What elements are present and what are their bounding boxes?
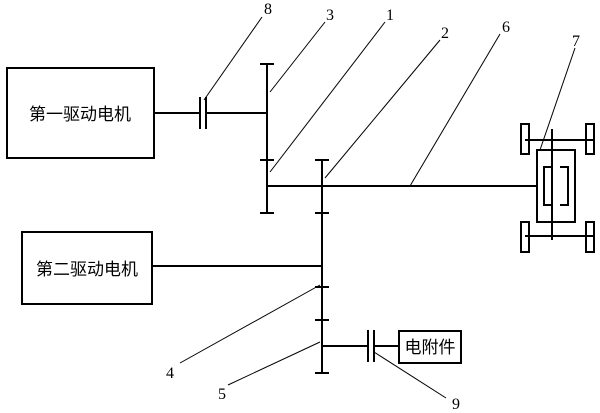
electric-accessory: 电附件 (398, 330, 462, 364)
left-lower-wheel (520, 221, 530, 253)
leader-3 (269, 21, 326, 93)
first-drive-motor-label: 第一驱动电机 (29, 105, 131, 125)
callout-1: 1 (386, 7, 394, 24)
second-drive-motor-box (21, 231, 153, 305)
right-upper-wheel (585, 123, 595, 155)
leader-9 (373, 351, 447, 399)
second-drive-motor: 第二驱动电机 (21, 231, 153, 305)
leader-4 (179, 284, 321, 364)
callout-3: 3 (326, 7, 334, 24)
leader-7 (539, 47, 576, 151)
differential-left-bevel (543, 166, 552, 206)
gear-column-left (260, 63, 274, 214)
electric-accessory-box (398, 330, 462, 364)
leader-lines (179, 16, 576, 399)
callout-2: 2 (441, 25, 449, 42)
leader-2 (324, 39, 441, 179)
callout-numbers: 8 3 1 2 6 7 4 5 9 (166, 1, 580, 413)
second-drive-motor-label: 第二驱动电机 (36, 260, 138, 280)
clutch-8 (199, 97, 207, 129)
clutch-9 (367, 330, 375, 362)
differential-housing (536, 149, 576, 223)
leader-8 (203, 16, 263, 101)
callout-6: 6 (502, 19, 510, 36)
callout-9: 9 (452, 396, 460, 413)
differential-7 (520, 123, 595, 253)
callout-4: 4 (166, 365, 174, 382)
left-upper-wheel (520, 123, 530, 155)
leader-6 (409, 33, 501, 187)
differential-right-bevel (560, 166, 569, 206)
callout-7: 7 (572, 33, 580, 50)
leader-1 (269, 21, 386, 173)
electric-accessory-label: 电附件 (405, 338, 456, 358)
first-drive-motor-box (6, 67, 155, 159)
shafts (152, 112, 538, 347)
callout-8: 8 (264, 1, 272, 18)
right-lower-wheel (585, 221, 595, 253)
leader-5 (227, 341, 321, 386)
callout-5: 5 (218, 386, 226, 403)
first-drive-motor: 第一驱动电机 (6, 67, 155, 159)
